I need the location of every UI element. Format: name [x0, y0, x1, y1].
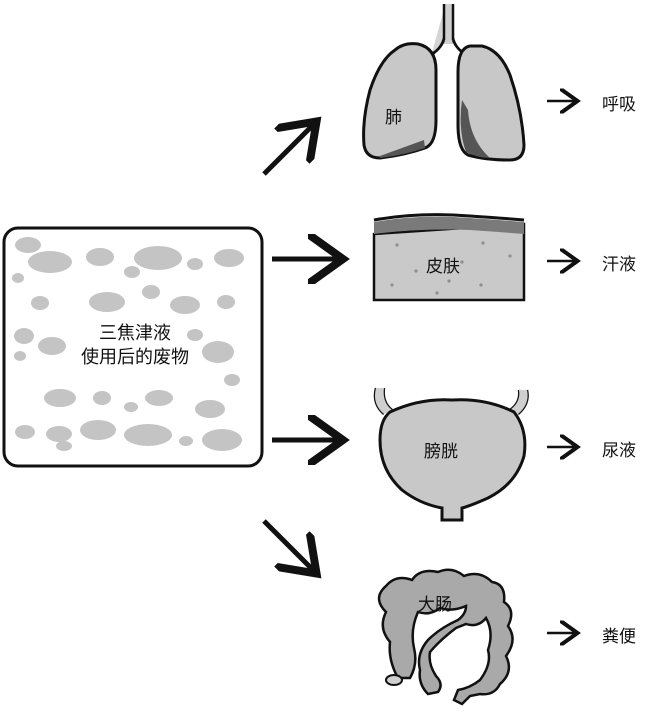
output-label-intestine: 粪便: [602, 627, 636, 647]
output-arrows: [547, 101, 575, 633]
source-label: 三焦津液 使用后的废物: [60, 322, 210, 370]
large-intestine-icon: [377, 568, 514, 706]
skin-layer-icon: [372, 213, 526, 302]
arrow-to-intestine: [262, 519, 313, 570]
source-label-line1: 三焦津液: [99, 323, 171, 344]
output-label-bladder: 尿液: [602, 441, 636, 461]
organ-label-lung: 肺: [385, 108, 402, 128]
output-label-skin: 汗液: [602, 255, 636, 275]
flow-arrows: [262, 125, 338, 570]
lung-icon: [362, 4, 526, 162]
fluid-blobs: [12, 237, 244, 451]
organ-label-bladder: 膀胱: [424, 442, 458, 462]
organ-label-intestine: 大肠: [418, 595, 452, 615]
source-label-line2: 使用后的废物: [81, 347, 189, 368]
output-label-lung: 呼吸: [602, 95, 636, 115]
arrow-to-lung: [262, 125, 313, 176]
source-box: [2, 226, 264, 468]
organ-label-skin: 皮肤: [426, 257, 460, 277]
bladder-icon: [373, 387, 529, 522]
